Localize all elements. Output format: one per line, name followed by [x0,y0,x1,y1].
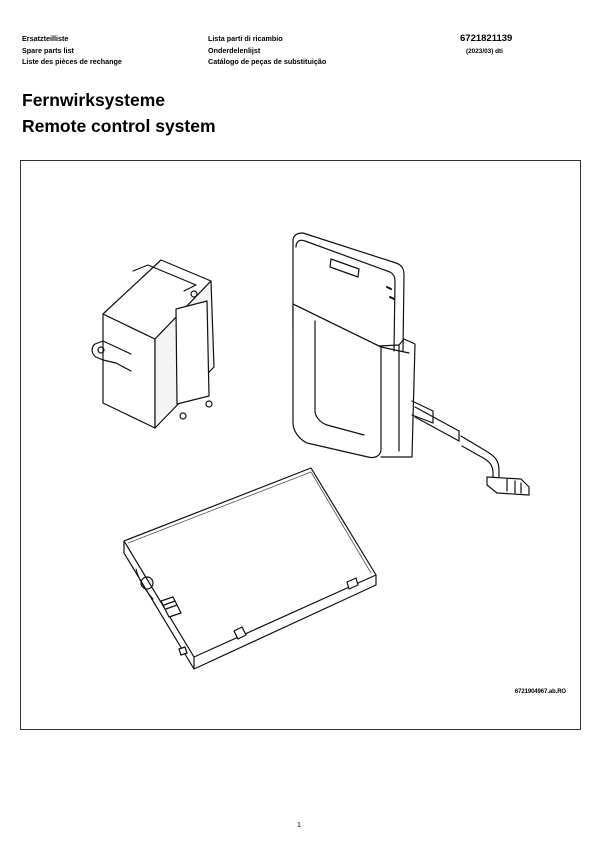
figure-reference: 6721904967.ab.RO [514,689,566,695]
page-title-english: Remote control system [22,116,216,136]
document-date: (2023/03) dti [466,48,503,55]
header-languages-left: Ersatzteilliste Spare parts list Liste d… [22,33,122,68]
header-label-it: Lista parti di ricambio [208,34,283,43]
header-label-nl: Onderdelenlijst [208,45,261,55]
exploded-view-frame: 6721904967.ab.RO [20,160,581,730]
header-label-fr: Liste des pièces de rechange [22,57,122,66]
header-label-en: Spare parts list [22,45,74,55]
parts-illustration [91,232,530,670]
document-number: 6721821139 [460,33,513,44]
wall-sensor-unit [91,259,215,429]
header-languages-middle: Lista parti di ricambio Onderdelenlijst … [208,33,326,68]
handheld-device-with-holder [292,232,530,496]
page-number: 1 [297,822,301,829]
header-label-de: Ersatzteilliste [22,34,69,43]
gateway-module [123,467,377,670]
page-title-german: Fernwirksysteme [22,90,165,110]
header-label-pt: Catálogo de peças de substituição [208,57,327,66]
